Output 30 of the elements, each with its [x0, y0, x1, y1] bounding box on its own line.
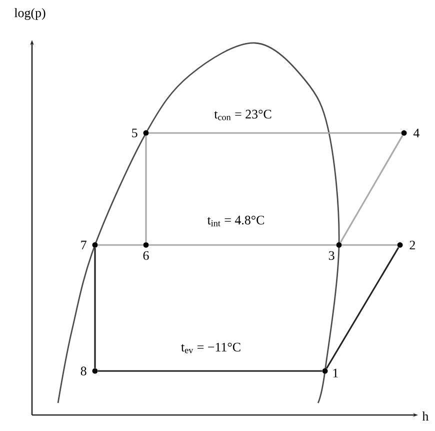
cycle-line: [148, 132, 402, 134]
edge-label: t$_{int}$ = 4.8°C: [207, 216, 264, 226]
edge-label: t$_{ev}$ = −11°C: [181, 342, 240, 354]
point-marker: [92, 368, 98, 374]
point-number: 1: [333, 368, 338, 378]
cycle-line: [148, 244, 336, 246]
point-marker: [401, 130, 407, 136]
point-number: 5: [132, 128, 138, 138]
axis-label: log(p): [14, 8, 46, 20]
cycle-line: [98, 370, 322, 372]
cycle-line: [326, 247, 400, 369]
point-marker: [143, 130, 149, 136]
cycle-line: [94, 248, 96, 368]
point-number: 8: [80, 366, 86, 376]
point-marker: [397, 242, 403, 248]
edge-label: t$_{con}$ = 23°C: [214, 110, 272, 120]
cycle-line: [145, 136, 147, 242]
point-marker: [92, 242, 98, 248]
axis-label: h: [422, 412, 429, 420]
cycle-line: [98, 244, 144, 246]
cycle-line: [342, 244, 398, 246]
cycle-line: [340, 135, 404, 243]
point-marker: [143, 242, 149, 248]
point-number: 7: [81, 240, 86, 250]
point-marker: [322, 368, 328, 374]
point-marker: [336, 242, 342, 248]
point-number: 6: [143, 251, 149, 260]
point-number: 3: [328, 251, 334, 260]
point-number: 2: [410, 240, 415, 250]
point-number: 4: [413, 128, 420, 138]
